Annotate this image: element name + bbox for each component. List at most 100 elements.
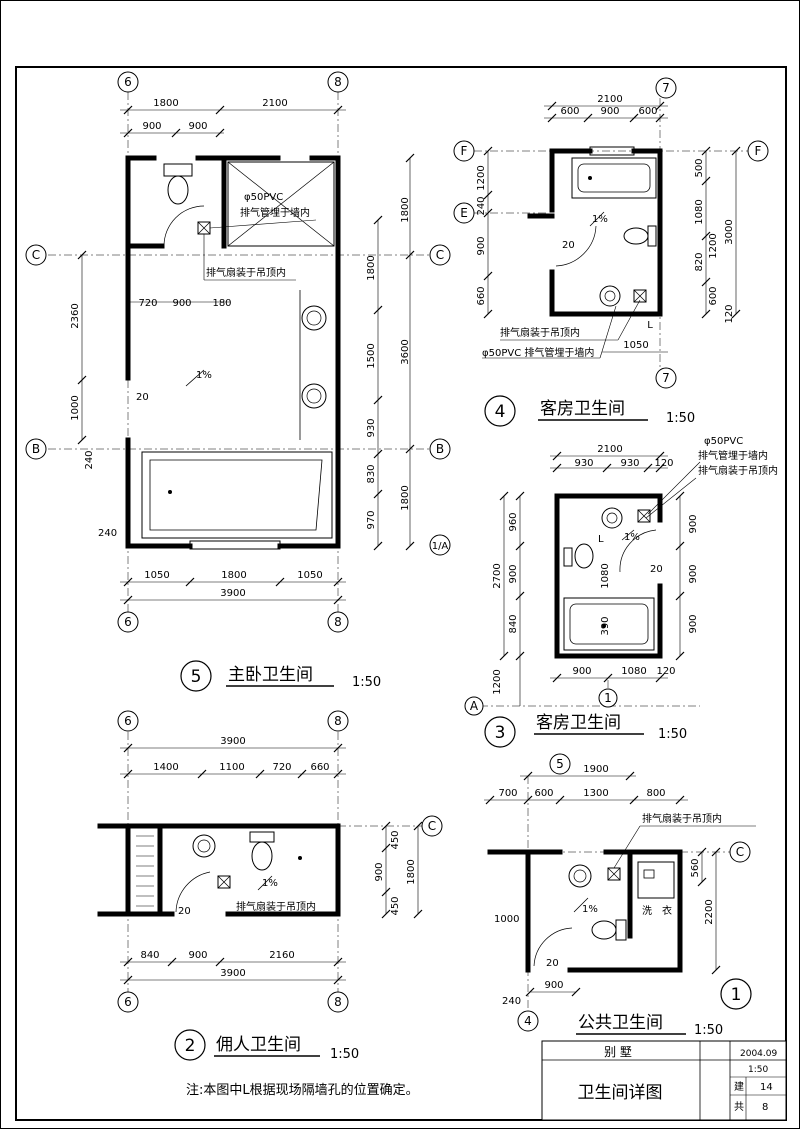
p3-door-swing: 20 (650, 564, 663, 575)
p5-dim-bottom-2: 1800 (221, 570, 246, 581)
p4-fan-label: 排气扇装于吊顶内 (500, 326, 580, 339)
p3-dim-inner-2: 390 (600, 616, 611, 635)
p4-dim-top-2: 600 (560, 106, 579, 117)
title-block-date: 2004.09 (740, 1049, 777, 1059)
p4-dim-top-4: 600 (638, 106, 657, 117)
p3-dim-left-5: 1200 (492, 669, 503, 694)
p1-fan-label: 排气扇装于吊顶内 (642, 812, 722, 825)
p2-dim-right-3: 1800 (406, 859, 417, 884)
p3-scale: 1:50 (658, 727, 687, 742)
p5-dim-left-4: 240 (98, 528, 117, 539)
p5-dim-right-4: 1500 (366, 343, 377, 368)
p5-dim-right-6: 830 (366, 464, 377, 483)
p2-dim-top-2: 1400 (153, 762, 178, 773)
p1-title: 公共卫生间 (578, 1013, 663, 1033)
p4-dim-bottom-l: L (647, 320, 653, 331)
p4-dim-left-3: 900 (476, 236, 487, 255)
p3-dim-top-1: 2100 (597, 444, 622, 455)
p3-dim-left-3: 900 (508, 564, 519, 583)
p4-title-number: 4 (495, 402, 506, 422)
p5-dim-left-1: 2360 (70, 303, 81, 328)
p3-dim-right-3: 900 (688, 614, 699, 633)
p3-dim-right-2: 900 (688, 564, 699, 583)
p2-scale: 1:50 (330, 1047, 359, 1062)
p2-axis-6-bottom: 6 (124, 995, 132, 1009)
p5-dim-left-3: 240 (84, 450, 95, 469)
p5-dim-right-5: 930 (366, 418, 377, 437)
p3-dim-left-2: 2700 (492, 563, 503, 588)
p3-dim-left-4: 840 (508, 614, 519, 633)
p5-dim-inner-2: 900 (172, 298, 191, 309)
p4-dim-left-2: 240 (476, 196, 487, 215)
p1-axis-c: C (736, 845, 744, 859)
p4-dim-right-2: 1080 (694, 199, 705, 224)
axis-c-right: C (436, 248, 444, 262)
p4-scale: 1:50 (666, 411, 695, 426)
p4-axis-f-right: F (755, 144, 762, 158)
p1-axis-5: 5 (556, 757, 564, 771)
drawing-note: 注:本图中L根据现场隔墙孔的位置确定。 (186, 1082, 419, 1098)
p3-axis-1: 1 (604, 691, 612, 705)
p2-fan-label: 排气扇装于吊顶内 (236, 900, 316, 913)
p1-dim-top-5: 800 (646, 788, 665, 799)
plan-4-guest-bathroom: 7 7 F F E 20 1% (453, 77, 769, 427)
p1-dim-left-2: 240 (502, 996, 521, 1007)
p5-scale: 1:50 (352, 675, 381, 690)
p4-axis-f-left: F (461, 144, 468, 158)
p2-title-number: 2 (185, 1036, 196, 1056)
p5-pvc-label: φ50PVC (244, 192, 283, 203)
p4-title: 客房卫生间 (540, 399, 625, 419)
p4-dim-right-4: 1200 (708, 233, 719, 258)
p2-door-swing: 20 (178, 906, 191, 917)
plan-3-guest-bathroom: 1 A 20 L 1% (464, 436, 778, 748)
p1-dim-right-2: 2200 (704, 899, 715, 924)
title-block-scale: 1:50 (748, 1065, 768, 1075)
axis-1a: 1/A (432, 541, 449, 552)
p2-axis-c: C (428, 819, 436, 833)
p5-dim-top-4: 900 (188, 121, 207, 132)
p5-dim-top-2: 2100 (262, 98, 287, 109)
p5-pipe-label: 排气管埋于墙内 (240, 206, 310, 219)
p1-dim-left-1: 1000 (494, 914, 519, 925)
p5-dim-right-3: 3600 (400, 339, 411, 364)
p1-slope: 1% (582, 904, 598, 915)
p4-door-swing: 20 (562, 240, 575, 251)
p5-dim-right-8: 970 (366, 510, 377, 529)
p1-dim-top-4: 1300 (583, 788, 608, 799)
p5-title-number: 5 (191, 667, 202, 687)
plan-2-servant-bathroom: 6 8 6 8 C 20 1% 排气扇装于吊顶内 (97, 710, 443, 1062)
title-block-drawing-title: 卫生间详图 (578, 1083, 663, 1103)
p5-dim-right-2: 1800 (366, 255, 377, 280)
p3-dim-top-2: 930 (574, 458, 593, 469)
axis-c-left: C (32, 248, 40, 262)
p5-dim-bottom-total: 3900 (220, 588, 245, 599)
p1-door-swing: 20 (546, 958, 559, 969)
p2-dim-bottom-1: 840 (140, 950, 159, 961)
p5-dim-left-5: 20 (136, 392, 149, 403)
p3-title-number: 3 (495, 723, 506, 743)
p3-fan-label: 排气扇装于吊顶内 (698, 464, 778, 477)
p3-pvc-label: φ50PVC (704, 436, 743, 447)
p2-axis-6-top: 6 (124, 714, 132, 728)
p4-axis-7-bottom: 7 (662, 371, 670, 385)
p3-pipe-label: 排气管埋于墙内 (698, 449, 768, 462)
drawing-frame (15, 66, 787, 1121)
p4-dim-right-5: 820 (694, 252, 705, 271)
p4-pipe-label: φ50PVC 排气管埋于墙内 (482, 346, 594, 359)
p3-dim-inner-1: 1080 (600, 563, 611, 588)
p5-dim-bottom-3: 1050 (297, 570, 322, 581)
p3-dim-bottom-2: 1080 (621, 666, 646, 677)
p5-title: 主卧卫生间 (228, 665, 313, 685)
p4-dim-right-3: 3000 (724, 219, 735, 244)
p4-axis-e: E (460, 206, 468, 220)
p1-wash-1: 洗 (642, 905, 652, 917)
p2-dim-top-5: 660 (310, 762, 329, 773)
p2-dim-bottom-total: 3900 (220, 968, 245, 979)
p4-dim-right-6: 600 (708, 286, 719, 305)
p1-dim-bottom-1: 900 (544, 980, 563, 991)
p4-dim-bottom-1: 1050 (623, 340, 648, 351)
plan-1-public-bathroom: 5 4 C 20 1% 洗 衣 排气扇装于吊顶内 (484, 753, 756, 1038)
p3-title: 客房卫生间 (536, 713, 621, 733)
p2-title: 佣人卫生间 (216, 1035, 301, 1055)
